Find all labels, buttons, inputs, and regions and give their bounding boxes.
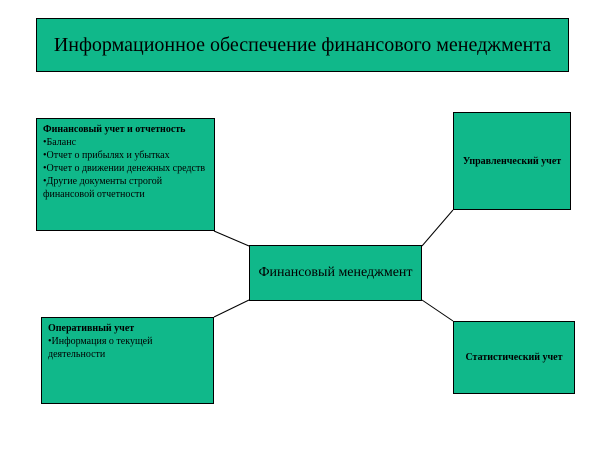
- operative-accounting-title: Оперативный учет: [48, 323, 135, 334]
- list-item: Информация о текущей деятельности: [48, 335, 207, 361]
- statistical-accounting-box: Статистический учет: [453, 321, 575, 394]
- list-item: Баланс: [43, 136, 208, 149]
- financial-management-label: Финансовый менеджмент: [258, 265, 413, 280]
- list-item: Отчет о движении денежных средств: [43, 162, 208, 175]
- connector-management: [421, 209, 454, 247]
- connector-statistical: [421, 299, 454, 322]
- statistical-accounting-label: Статистический учет: [465, 352, 563, 363]
- financial-accounting-box: Финансовый учет и отчетность Баланс Отче…: [36, 118, 215, 231]
- connector-accounting: [213, 230, 250, 247]
- diagram-title-box: Информационное обеспечение финансового м…: [36, 18, 569, 72]
- list-item: Отчет о прибылях и убытках: [43, 149, 208, 162]
- management-accounting-box: Управленческий учет: [453, 112, 571, 210]
- management-accounting-label: Управленческий учет: [462, 155, 562, 167]
- list-item: Другие документы строгой финансовой отче…: [43, 175, 208, 201]
- financial-management-box: Финансовый менеджмент: [249, 245, 422, 301]
- financial-accounting-title: Финансовый учет и отчетность: [43, 124, 186, 135]
- diagram-title: Информационное обеспечение финансового м…: [53, 33, 552, 56]
- connector-operative: [213, 299, 250, 318]
- operative-accounting-box: Оперативный учет Информация о текущей де…: [41, 317, 214, 404]
